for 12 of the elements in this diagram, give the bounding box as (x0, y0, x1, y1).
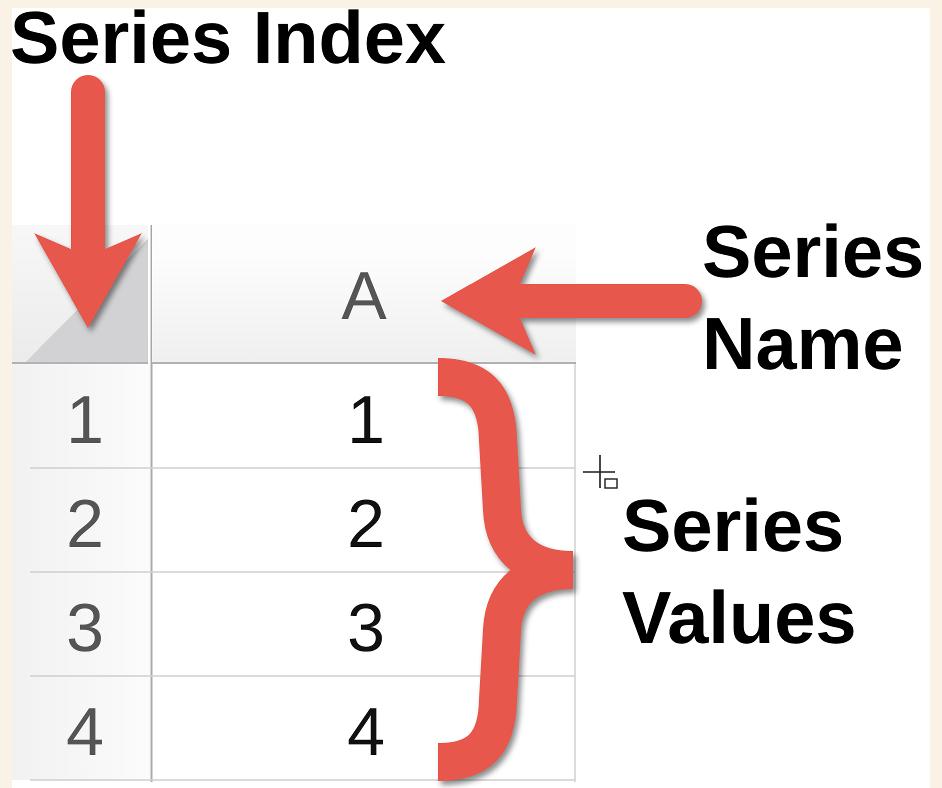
row-number: 2 (66, 490, 104, 558)
annotation-label: Series Values (622, 483, 858, 661)
row-number: 3 (66, 594, 104, 662)
cell-value: 1 (347, 386, 385, 454)
cell-value: 3 (347, 594, 385, 662)
annotation-label: Series Index (10, 1, 446, 75)
column-letter: A (341, 262, 387, 330)
row-number: 1 (66, 386, 104, 454)
row-number: 4 (66, 698, 104, 766)
cell-value: 2 (347, 490, 385, 558)
annotation-label: Series Name (702, 209, 926, 387)
cell-value: 4 (347, 698, 385, 766)
